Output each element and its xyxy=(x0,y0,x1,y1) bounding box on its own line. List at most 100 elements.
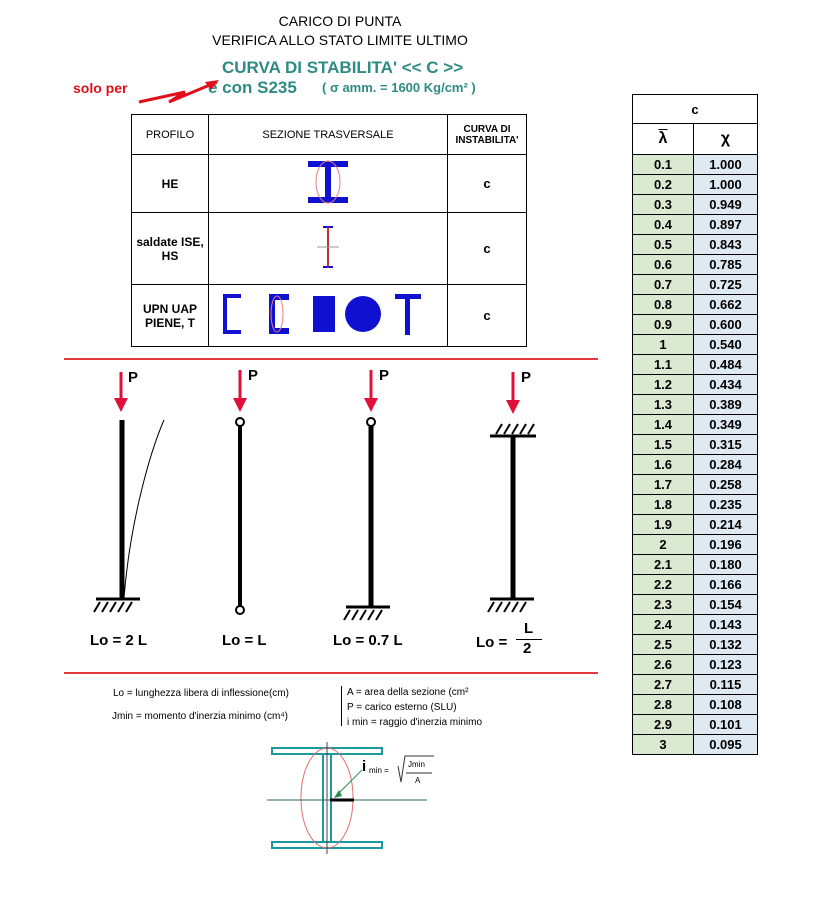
chi-cell: 0.235 xyxy=(693,494,758,515)
load-label-2: P xyxy=(248,367,259,384)
case-label-2: Lo = L xyxy=(222,632,267,649)
chi-cell: 0.143 xyxy=(693,614,758,635)
chi-cell: 0.897 xyxy=(693,214,758,235)
lambda-cell: 2.2 xyxy=(632,574,694,595)
chi-table-chi-header: χ xyxy=(693,123,758,155)
lambda-cell: 2.6 xyxy=(632,654,694,675)
lambda-cell: 1.3 xyxy=(632,394,694,415)
column-cantilever xyxy=(93,372,165,613)
lambda-cell: 3 xyxy=(632,734,694,755)
lambda-cell: 1.2 xyxy=(632,374,694,395)
header-sezione: SEZIONE TRASVERSALE xyxy=(208,114,448,155)
fraction-numerator: L xyxy=(524,620,534,637)
chi-cell: 0.196 xyxy=(693,534,758,555)
zigzag-arrow-icon xyxy=(138,80,219,104)
curve-saldate: c xyxy=(447,212,527,285)
lambda-cell: 2.7 xyxy=(632,674,694,695)
lambda-cell: 0.2 xyxy=(632,174,694,195)
chi-cell: 0.434 xyxy=(693,374,758,395)
imin-symbol: i xyxy=(362,758,367,775)
divider-top xyxy=(64,358,598,360)
chi-cell: 0.540 xyxy=(693,334,758,355)
title-line2: VERIFICA ALLO STATO LIMITE ULTIMO xyxy=(212,32,468,48)
lambda-cell: 1.9 xyxy=(632,514,694,535)
chi-cell: 0.484 xyxy=(693,354,758,375)
title-line1: CARICO DI PUNTA xyxy=(278,13,402,29)
lambda-cell: 1 xyxy=(632,334,694,355)
chi-cell: 1.000 xyxy=(693,174,758,195)
chi-cell: 0.258 xyxy=(693,474,758,495)
steel-grade: e con S235 xyxy=(208,78,297,97)
imin-frac-num: Jmin xyxy=(408,760,425,769)
lambda-cell: 0.8 xyxy=(632,294,694,315)
chi-cell: 0.315 xyxy=(693,434,758,455)
lambda-cell: 2.4 xyxy=(632,614,694,635)
lambda-cell: 2.8 xyxy=(632,694,694,715)
lambda-cell: 2.5 xyxy=(632,634,694,655)
legend-lo: Lo = lunghezza libera di inflessione(cm) xyxy=(113,688,289,699)
chi-cell: 0.843 xyxy=(693,234,758,255)
section-upn xyxy=(208,284,448,347)
curve-upn: c xyxy=(447,284,527,347)
lambda-cell: 1.6 xyxy=(632,454,694,475)
fraction-bar xyxy=(516,639,542,640)
profile-upn: UPN UAP PIENE, T xyxy=(131,284,209,347)
curve-title: CURVA DI STABILITA' << C >> xyxy=(222,58,464,77)
lambda-cell: 2 xyxy=(632,534,694,555)
column-pinned-fixed xyxy=(343,370,390,621)
lambda-cell: 0.4 xyxy=(632,214,694,235)
chi-cell: 0.101 xyxy=(693,714,758,735)
solo-per-label: solo per xyxy=(73,80,128,96)
lambda-cell: 1.5 xyxy=(632,434,694,455)
curve-he: c xyxy=(447,154,527,213)
legend-a: A = area della sezione (cm² xyxy=(347,687,469,698)
header-curva: CURVA DI INSTABILITA' xyxy=(447,114,527,155)
chi-cell: 0.662 xyxy=(693,294,758,315)
section-detail-diagram xyxy=(267,742,434,854)
profiles-table: PROFILO SEZIONE TRASVERSALE CURVA DI INS… xyxy=(131,114,527,347)
imin-frac-den: A xyxy=(415,776,421,785)
case-label-1: Lo = 2 L xyxy=(90,632,148,649)
lambda-cell: 0.1 xyxy=(632,154,694,175)
column-pinned xyxy=(233,370,247,615)
chi-table-curve: c xyxy=(632,94,758,124)
lambda-cell: 1.4 xyxy=(632,414,694,435)
legend-jmin: Jmin = momento d'inerzia minimo (cm⁴) xyxy=(112,711,288,722)
chi-cell: 0.214 xyxy=(693,514,758,535)
chi-cell: 0.095 xyxy=(693,734,758,755)
load-label-3: P xyxy=(379,367,390,384)
case-label-4: Lo = xyxy=(476,634,508,651)
lambda-cell: 1.8 xyxy=(632,494,694,515)
he-beam-icon xyxy=(308,160,348,204)
imin-subscript: min = xyxy=(369,766,389,775)
chi-cell: 0.166 xyxy=(693,574,758,595)
chi-cell: 0.785 xyxy=(693,254,758,275)
chi-cell: 0.108 xyxy=(693,694,758,715)
lambda-cell: 2.9 xyxy=(632,714,694,735)
section-saldate xyxy=(208,212,448,285)
lambda-cell: 1.1 xyxy=(632,354,694,375)
allowable-stress: ( σ amm. = 1600 Kg/cm² ) xyxy=(322,80,476,95)
